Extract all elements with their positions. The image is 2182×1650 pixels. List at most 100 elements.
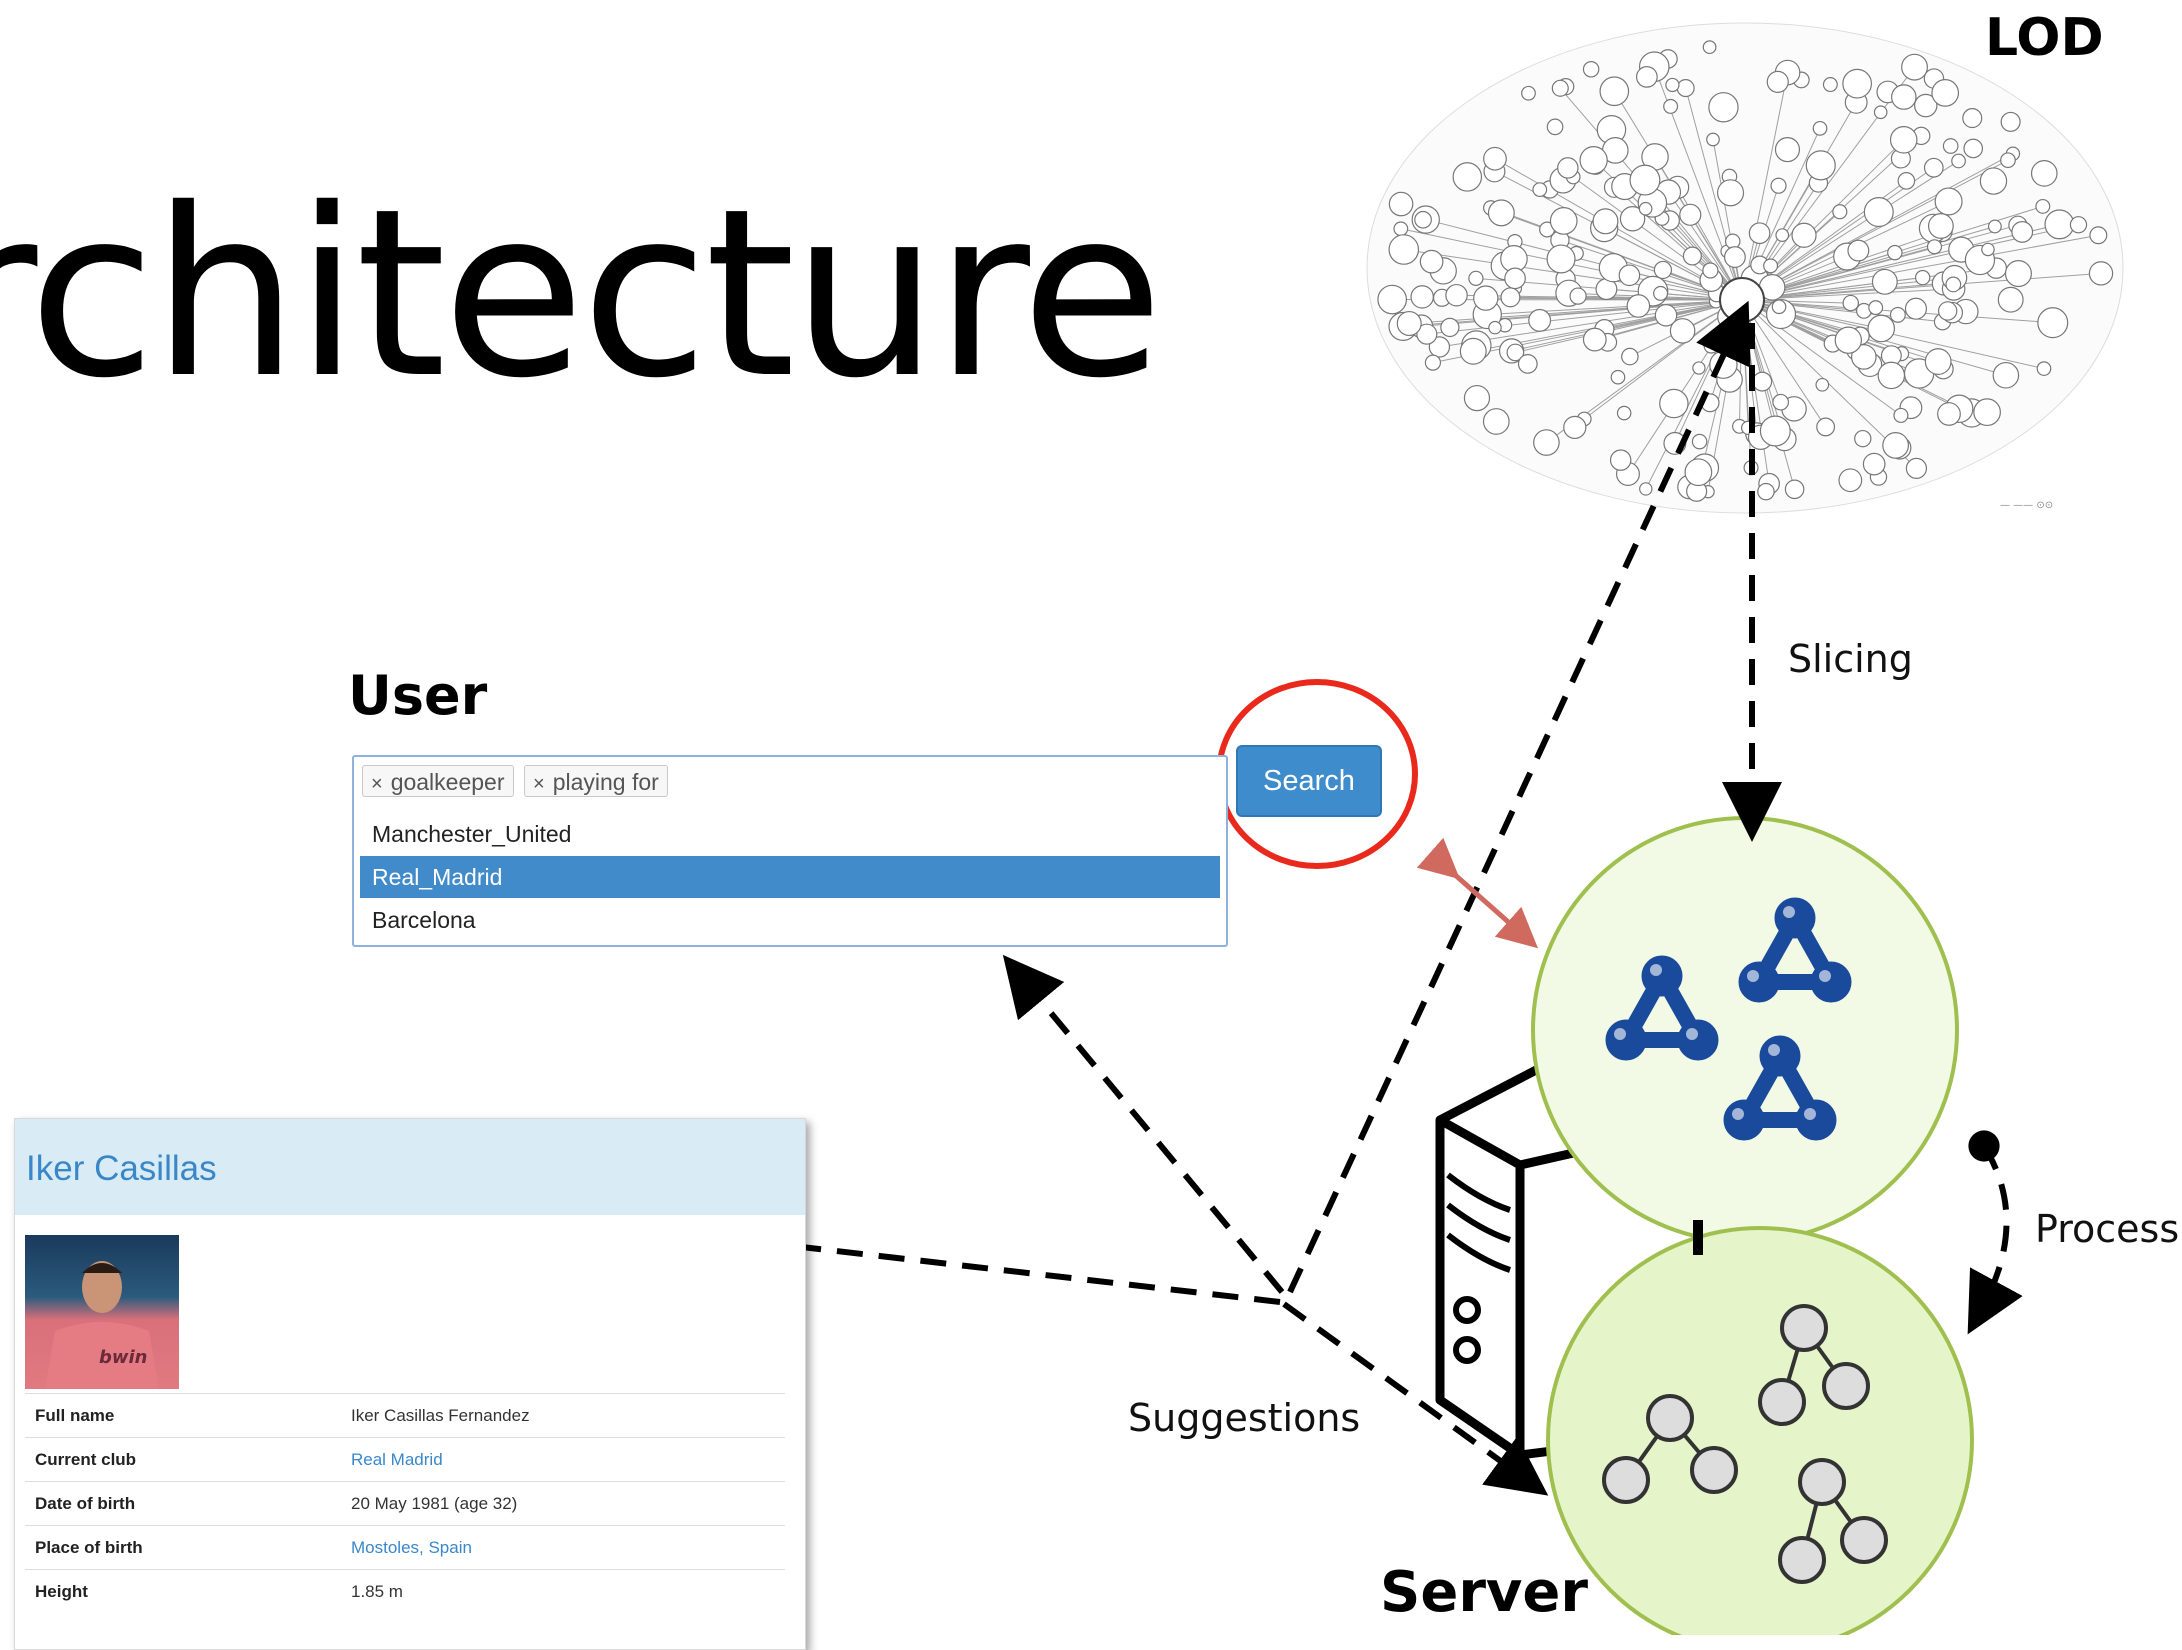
- lod-dataset-node: [2089, 262, 2112, 285]
- lod-dataset-node: [1460, 338, 1486, 364]
- lod-dataset-node: [1963, 109, 1982, 128]
- infobox-header: Iker Casillas: [15, 1119, 805, 1215]
- suggestion-option-selected[interactable]: Real_Madrid: [360, 856, 1220, 898]
- lod-dataset-node: [1943, 139, 1958, 154]
- lod-dataset-node: [1533, 183, 1547, 197]
- search-tag-goalkeeper[interactable]: ×goalkeeper: [362, 765, 514, 797]
- lod-dataset-node: [1411, 286, 1433, 308]
- lod-dataset-node: [1707, 133, 1720, 146]
- lod-dataset-node: [1709, 93, 1738, 122]
- lod-dataset-node: [2045, 210, 2074, 239]
- lod-dataset-node: [1868, 315, 1894, 341]
- lod-dataset-node: [1685, 459, 1712, 486]
- lod-dataset-node: [1580, 147, 1607, 174]
- lod-dataset-node: [1989, 220, 2002, 233]
- lod-dataset-node: [1518, 355, 1537, 374]
- lod-dataset-node: [1863, 453, 1884, 474]
- lod-dataset-node: [1505, 268, 1525, 288]
- lod-dataset-node: [1469, 271, 1483, 285]
- lod-dataset-node: [1453, 163, 1481, 191]
- infobox-row: Full name Iker Casillas Fernandez: [25, 1393, 785, 1438]
- lod-dataset-node: [1547, 245, 1575, 273]
- lod-dataset-node: [1611, 371, 1624, 384]
- infobox-link[interactable]: Real Madrid: [351, 1438, 443, 1482]
- lod-dataset-node: [1522, 86, 1536, 100]
- infobox-value: Iker Casillas Fernandez: [351, 1394, 530, 1438]
- lod-dataset-node: [1773, 394, 1789, 410]
- lod-dataset-node: [1925, 158, 1944, 177]
- process-arrow: [1982, 1146, 2007, 1308]
- lod-dataset-node: [2001, 112, 2020, 131]
- lod-dataset-node: [1654, 261, 1671, 278]
- remove-tag-icon[interactable]: ×: [371, 773, 383, 795]
- lod-dataset-node: [1905, 298, 1926, 319]
- lod-dataset-node: [1474, 286, 1498, 310]
- lod-dataset-node: [1891, 127, 1917, 153]
- lod-dataset-node: [1489, 322, 1501, 334]
- search-autocomplete[interactable]: ×goalkeeper ×playing for Manchester_Unit…: [352, 755, 1228, 947]
- suggestion-option[interactable]: Manchester_United: [360, 813, 1220, 855]
- infobox-link[interactable]: Mostoles, Spain: [351, 1526, 472, 1570]
- lod-dataset-node: [1982, 243, 1994, 255]
- lod-dataset-node: [1704, 339, 1718, 353]
- lod-dataset-node: [1639, 203, 1651, 215]
- search-button[interactable]: Search: [1236, 745, 1382, 817]
- rdf-store-circle: [1533, 818, 1957, 1242]
- lod-dataset-node: [1823, 78, 1837, 92]
- infobox-title[interactable]: Iker Casillas: [26, 1149, 217, 1189]
- suggestion-option[interactable]: Barcelona: [360, 899, 1220, 941]
- lod-dataset-node: [1775, 138, 1799, 162]
- lod-dataset-node: [1547, 119, 1562, 134]
- lod-dataset-node: [1839, 469, 1862, 492]
- player-photo: bwin: [25, 1235, 179, 1389]
- lod-dataset-node: [2070, 217, 2086, 233]
- lod-dataset-node: [1464, 386, 1489, 411]
- lod-dataset-node: [2032, 161, 2057, 186]
- lod-dataset-node: [1394, 222, 1408, 236]
- lod-dataset-node: [1898, 173, 1914, 189]
- lod-dataset-node: [1993, 363, 2018, 388]
- lod-dataset-node: [1583, 328, 1606, 351]
- lod-dataset-node: [1593, 209, 1618, 234]
- lod-dataset-node: [1792, 223, 1816, 247]
- lod-dataset-node: [1813, 122, 1827, 136]
- search-tag-playing-for[interactable]: ×playing for: [524, 765, 668, 797]
- lod-dataset-node: [1753, 372, 1772, 391]
- lod-dataset-node: [1570, 288, 1586, 304]
- lod-dataset-node: [1619, 265, 1639, 285]
- lod-dataset-node: [1749, 223, 1769, 243]
- lod-dataset-node: [1767, 71, 1788, 92]
- lod-dataset-node: [1883, 433, 1909, 459]
- lod-dataset-node: [1552, 80, 1568, 96]
- lod-dataset-node: [1974, 399, 2001, 426]
- lod-dataset-node: [1725, 247, 1746, 268]
- lod-dataset-node: [1806, 151, 1835, 180]
- lod-dataset-node: [1611, 450, 1631, 470]
- lod-dataset-node: [1420, 250, 1442, 272]
- lod-dataset-node: [1529, 310, 1551, 332]
- lod-dataset-node: [1758, 483, 1774, 499]
- lod-dataset-node: [1617, 406, 1630, 419]
- lod-dataset-node: [1872, 269, 1897, 294]
- lod-dataset-node: [1415, 211, 1432, 228]
- lod-dataset-node: [1441, 318, 1459, 336]
- lod-dataset-node: [1550, 208, 1577, 235]
- lod-dataset-node: [1894, 408, 1908, 422]
- lod-dataset-node: [1640, 483, 1652, 495]
- lod-dataset-node: [1622, 348, 1638, 364]
- lod-dataset-node: [1501, 288, 1520, 307]
- lod-dataset-node: [1703, 263, 1718, 278]
- lod-dataset-node: [1771, 178, 1786, 193]
- lod-dataset-node: [1932, 80, 1959, 107]
- lod-dataset-node: [1874, 106, 1887, 119]
- lod-dataset-node: [1764, 259, 1778, 273]
- svg-text:— —— ⊙⊙: — —— ⊙⊙: [2000, 500, 2053, 511]
- remove-tag-icon[interactable]: ×: [533, 773, 545, 795]
- lod-dataset-node: [1890, 307, 1905, 322]
- lod-cloud-icon: — —— ⊙⊙: [1367, 23, 2123, 513]
- lod-dataset-node: [1718, 180, 1744, 206]
- infobox-key: Full name: [35, 1394, 114, 1438]
- infobox-key: Date of birth: [35, 1482, 135, 1526]
